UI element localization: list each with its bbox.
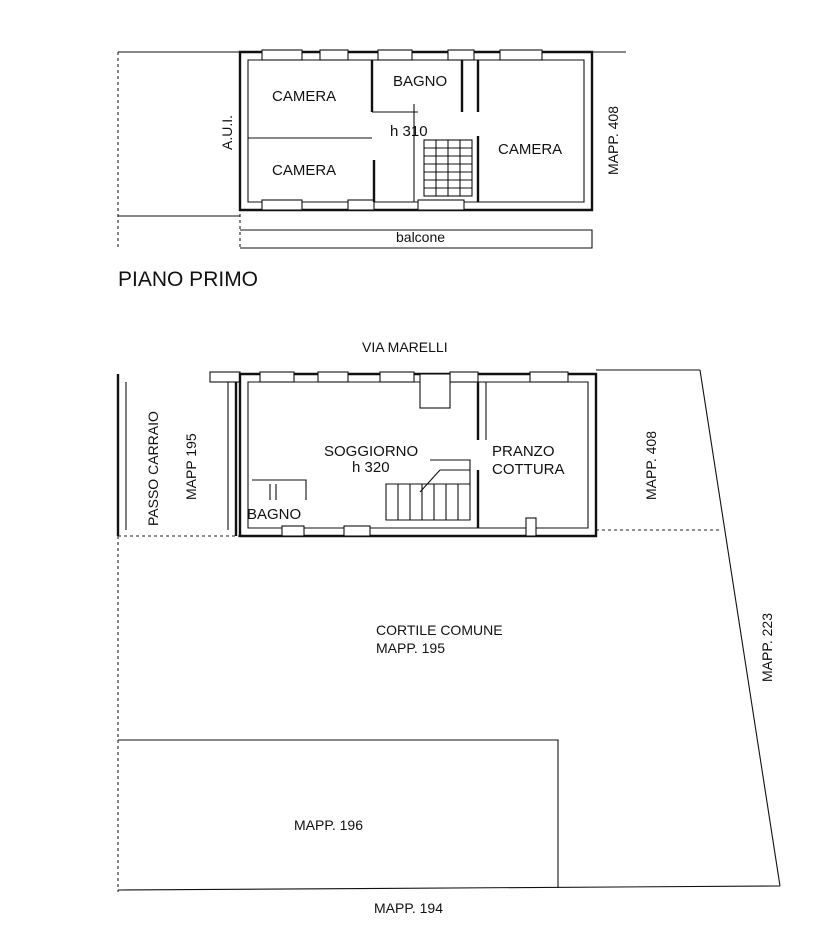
door	[525, 517, 537, 537]
mapp-195-side-label: MAPP 195	[183, 433, 199, 500]
window	[499, 49, 543, 61]
window	[317, 371, 349, 383]
room-cottura: COTTURA	[492, 461, 565, 478]
bagno-fixture	[269, 484, 277, 500]
room-bagno: BAGNO	[247, 506, 301, 523]
window	[261, 199, 303, 211]
room-camera-right: CAMERA	[498, 141, 562, 158]
mapp-196-label: MAPP. 196	[294, 817, 363, 833]
courtyard-right-boundary	[699, 369, 781, 887]
balcony-outline	[240, 229, 593, 249]
staircase	[385, 459, 471, 521]
mapp-194-label: MAPP. 194	[374, 900, 443, 916]
window	[343, 525, 371, 537]
ceiling-height: h 310	[390, 123, 428, 140]
bagno-fixture	[252, 479, 307, 500]
cortile-mapp-label: MAPP. 195	[376, 640, 445, 656]
mapp-223-label: MAPP. 223	[759, 613, 775, 682]
mapp-196-lot	[118, 739, 559, 888]
window	[529, 371, 569, 383]
room-pranzo: PRANZO	[492, 443, 555, 460]
window	[447, 49, 475, 61]
window	[319, 49, 349, 61]
window	[449, 371, 479, 383]
window	[259, 371, 295, 383]
passo-carraio-label: PASSO CARRAIO	[145, 411, 161, 526]
room-soggiorno: SOGGIORNO	[324, 443, 418, 460]
ground-floor-plan: VIA MARELLI	[116, 339, 781, 916]
ceiling-height: h 320	[352, 459, 390, 476]
first-floor-outer-wall	[238, 50, 594, 212]
room-camera-top-left: CAMERA	[272, 88, 336, 105]
balcone-label: balcone	[396, 229, 445, 245]
window	[281, 525, 305, 537]
chimney	[419, 373, 451, 409]
window	[347, 199, 375, 211]
first-floor-plan: CAMERA CAMERA BAGNO CAMERA h 310 A.U.I. …	[117, 49, 626, 291]
staircase	[423, 139, 473, 197]
street-label: VIA MARELLI	[362, 339, 448, 355]
mapp-408-label: MAPP. 408	[605, 106, 621, 175]
aui-label: A.U.I.	[219, 115, 235, 150]
room-camera-bottom-left: CAMERA	[272, 162, 336, 179]
window	[379, 371, 415, 383]
window	[261, 49, 303, 61]
floor-title: PIANO PRIMO	[118, 268, 258, 291]
cortile-comune-label: CORTILE COMUNE	[376, 622, 503, 638]
room-bagno: BAGNO	[393, 73, 447, 90]
window	[377, 49, 413, 61]
window	[417, 199, 465, 211]
gate-post	[209, 371, 241, 383]
mapp-408-ground-label: MAPP. 408	[643, 431, 659, 500]
courtyard-bottom-boundary	[117, 885, 781, 891]
